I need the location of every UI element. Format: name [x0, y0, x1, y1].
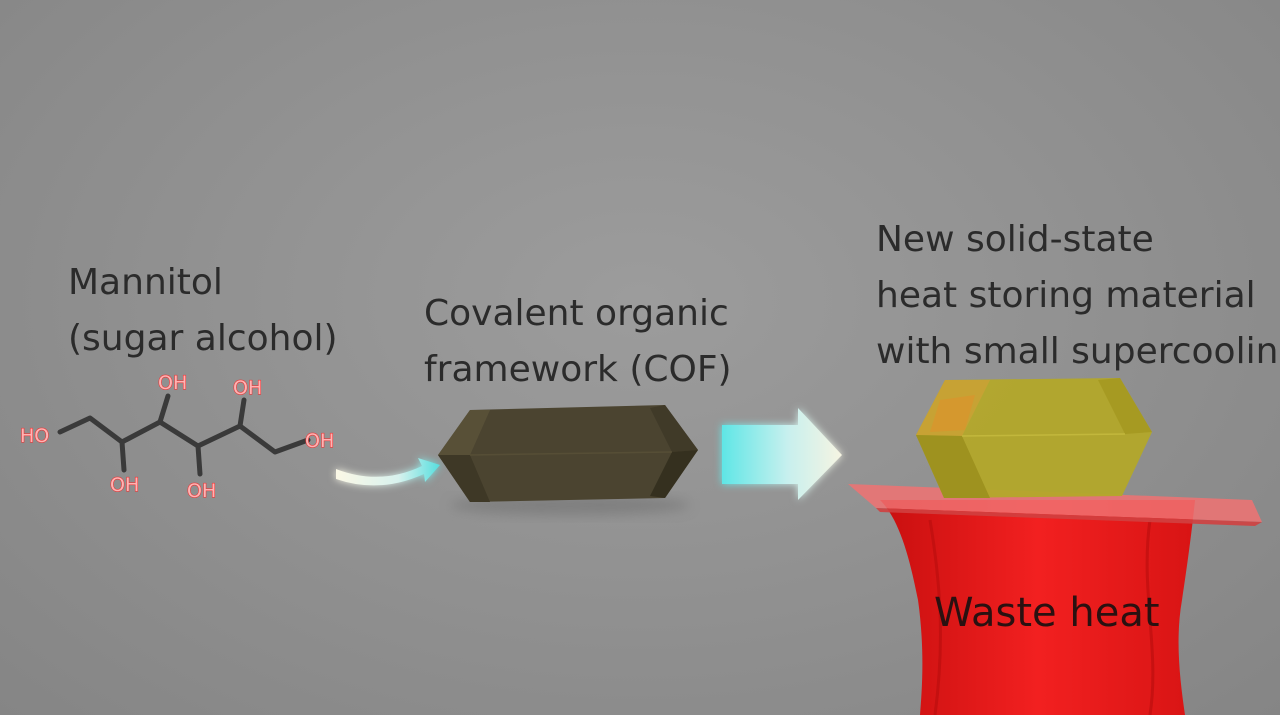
- hydroxyl-label: OH: [110, 474, 139, 496]
- bond-c2-oh: [119, 439, 127, 473]
- mannitol-name: Mannitol: [68, 262, 223, 303]
- bond-c3-oh: [157, 393, 171, 425]
- result-label-line1: New solid-state: [876, 219, 1154, 260]
- mannitol-label: Mannitol (sugar alcohol): [68, 255, 338, 367]
- bond-c5-oh: [237, 397, 247, 429]
- result-label-line2: heat storing material: [876, 275, 1256, 316]
- hydroxyl-label: HO: [20, 425, 49, 447]
- hydroxyl-label: OH: [233, 377, 262, 399]
- storage-crystal: [916, 378, 1152, 498]
- result-label: New solid-state heat storing material wi…: [876, 212, 1280, 380]
- waste-heat-container: [848, 484, 1262, 715]
- hydroxyl-label: OH: [158, 372, 187, 394]
- small-curved-arrow: [336, 458, 440, 486]
- waste-heat-label: Waste heat: [934, 590, 1160, 636]
- cof-label: Covalent organic framework (COF): [424, 286, 732, 398]
- cof-label-line2: framework (COF): [424, 349, 732, 390]
- cof-crystal: [438, 405, 698, 515]
- bond-c4-oh: [195, 443, 203, 477]
- cof-label-line1: Covalent organic: [424, 293, 729, 334]
- hydroxyl-label: OH: [187, 480, 216, 502]
- result-label-line3: with small supercooling: [876, 331, 1280, 372]
- carbon-backbone: [57, 415, 311, 455]
- hydroxyl-label: OH: [305, 430, 334, 452]
- process-arrow: [722, 408, 842, 500]
- mannitol-description: (sugar alcohol): [68, 318, 338, 359]
- mannitol-molecule: HO OH OH OH OH OH: [19, 371, 334, 502]
